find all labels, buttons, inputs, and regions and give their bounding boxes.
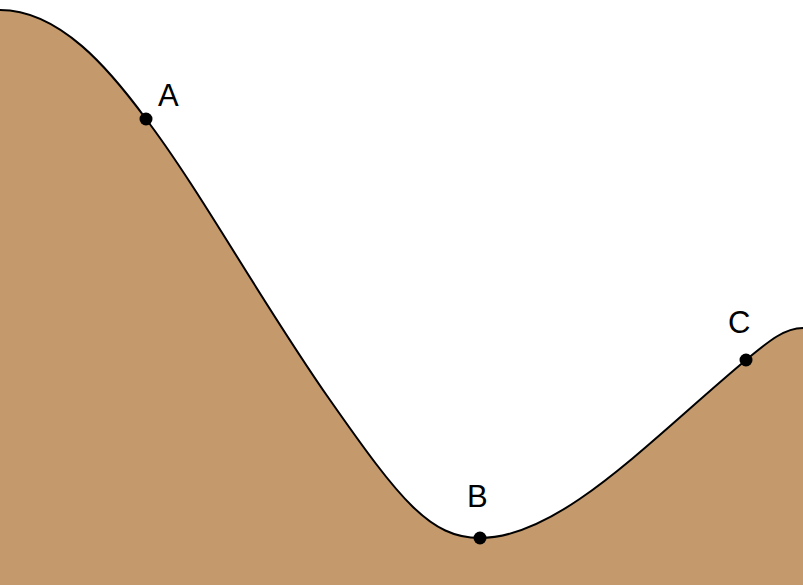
terrain-curve [0, 10, 803, 538]
point-label: A [158, 80, 179, 111]
point-label: C [728, 307, 750, 338]
point-dot [474, 532, 487, 545]
ground-fill [0, 10, 803, 585]
point-dot [140, 113, 153, 126]
point-label: B [467, 481, 488, 512]
point-dot [740, 354, 753, 367]
